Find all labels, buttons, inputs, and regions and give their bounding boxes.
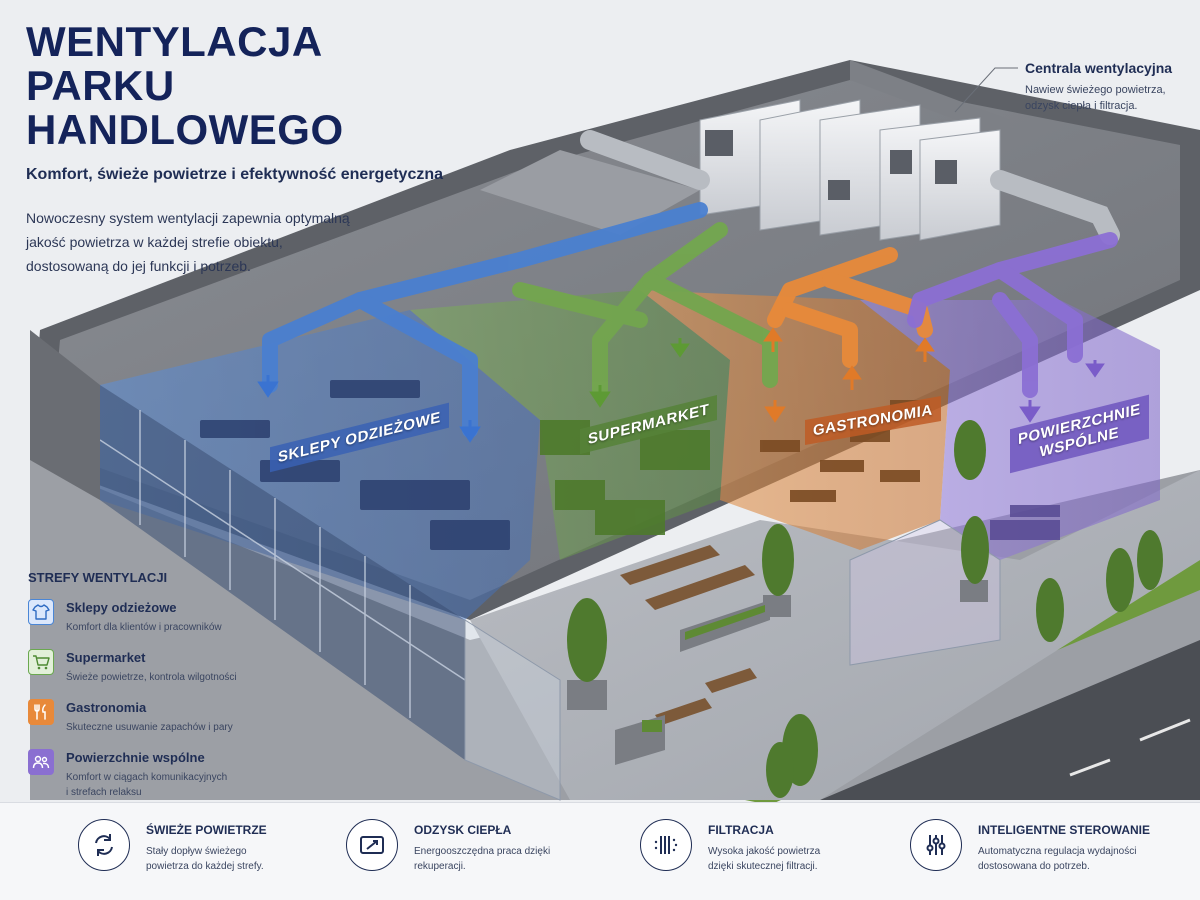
feature-desc-line-1: Automatyczna regulacja wydajności — [978, 846, 1137, 857]
title-line-1: WENTYLACJA — [26, 18, 323, 65]
feature-desc: Energooszczędna praca dzięki rekuperacji… — [414, 844, 589, 874]
feature-desc-line-1: Wysoka jakość powietrza — [708, 846, 821, 857]
legend-item-gastronomy: Gastronomia Skuteczne usuwanie zapachów … — [28, 699, 278, 735]
tshirt-icon — [28, 599, 54, 625]
header: WENTYLACJA PARKU HANDLOWEGO Komfort, świ… — [26, 20, 496, 278]
people-icon — [28, 749, 54, 775]
feature-fresh-air: ŚWIEŻE POWIETRZE Stały dopływ świeżego p… — [78, 819, 321, 874]
page-title: WENTYLACJA PARKU HANDLOWEGO — [26, 20, 496, 152]
feature-desc-line-1: Stały dopływ świeżego — [146, 846, 247, 857]
feature-title: ODZYSK CIEPŁA — [414, 823, 512, 837]
legend-item-desc: Komfort dla klientów i pracowników — [66, 622, 222, 633]
feature-smart-control: INTELIGENTNE STEROWANIE Automatyczna reg… — [910, 819, 1153, 874]
legend-item-name: Supermarket — [66, 650, 146, 665]
recycle-arrows-icon — [78, 819, 130, 871]
cutlery-icon — [28, 699, 54, 725]
features-bar: ŚWIEŻE POWIETRZE Stały dopływ świeżego p… — [0, 802, 1200, 900]
intro-line-1: Nowoczesny system wentylacji zapewnia op… — [26, 210, 350, 226]
legend-item-desc: Świeże powietrze, kontrola wilgotności — [66, 672, 237, 683]
heat-exchanger-icon — [346, 819, 398, 871]
cart-icon — [28, 649, 54, 675]
feature-desc-line-2: dzięki skutecznej filtracji. — [708, 861, 818, 872]
ahu-callout-title: Centrala wentylacyjna — [1025, 60, 1173, 76]
feature-title: FILTRACJA — [708, 823, 774, 837]
feature-desc-line-1: Energooszczędna praca dzięki — [414, 846, 551, 857]
feature-title: ŚWIEŻE POWIETRZE — [146, 823, 267, 837]
ahu-callout-text: Nawiew świeżego powietrza, odzysk ciepła… — [1025, 82, 1195, 114]
filter-icon — [640, 819, 692, 871]
intro-text: Nowoczesny system wentylacji zapewnia op… — [26, 206, 406, 278]
zones-legend: STREFY WENTYLACJI Sklepy odzieżowe Komfo… — [28, 570, 278, 814]
feature-desc: Stały dopływ świeżego powietrza do każde… — [146, 844, 321, 874]
feature-desc: Wysoka jakość powietrza dzięki skuteczne… — [708, 844, 883, 874]
legend-item-desc: Komfort w ciągach komunikacyjnych i stre… — [66, 770, 227, 800]
legend-item-name: Gastronomia — [66, 700, 147, 715]
legend-item-name: Powierzchnie wspólne — [66, 750, 205, 765]
legend-item-supermarket: Supermarket Świeże powietrze, kontrola w… — [28, 649, 278, 685]
feature-filtration: FILTRACJA Wysoka jakość powietrza dzięki… — [640, 819, 883, 874]
ahu-callout-line-1: Nawiew świeżego powietrza, — [1025, 84, 1166, 96]
sliders-icon — [910, 819, 962, 871]
legend-item-name: Sklepy odzieżowe — [66, 600, 177, 615]
intro-line-2: jakość powietrza w każdej strefie obiekt… — [26, 234, 283, 250]
feature-heat-recovery: ODZYSK CIEPŁA Energooszczędna praca dzię… — [346, 819, 589, 874]
feature-desc-line-2: powietrza do każdej strefy. — [146, 861, 264, 872]
legend-item-desc-line-2: i strefach relaksu — [66, 787, 142, 798]
feature-desc: Automatyczna regulacja wydajności dostos… — [978, 844, 1153, 874]
feature-desc-line-2: rekuperacji. — [414, 861, 466, 872]
legend-title: STREFY WENTYLACJI — [28, 570, 168, 585]
title-line-2: PARKU HANDLOWEGO — [26, 62, 344, 153]
feature-desc-line-2: dostosowana do potrzeb. — [978, 861, 1090, 872]
ahu-callout-line-2: odzysk ciepła i filtracja. — [1025, 100, 1138, 112]
legend-item-common: Powierzchnie wspólne Komfort w ciągach k… — [28, 749, 278, 800]
legend-item-clothing: Sklepy odzieżowe Komfort dla klientów i … — [28, 599, 278, 635]
feature-title: INTELIGENTNE STEROWANIE — [978, 823, 1151, 837]
legend-item-desc: Skuteczne usuwanie zapachów i pary — [66, 722, 233, 733]
page-subtitle: Komfort, świeże powietrze i efektywność … — [26, 166, 444, 183]
legend-item-desc-line-1: Komfort w ciągach komunikacyjnych — [66, 772, 228, 783]
intro-line-3: dostosowaną do jej funkcji i potrzeb. — [26, 258, 251, 274]
ahu-callout: Centrala wentylacyjna Nawiew świeżego po… — [1025, 60, 1195, 114]
